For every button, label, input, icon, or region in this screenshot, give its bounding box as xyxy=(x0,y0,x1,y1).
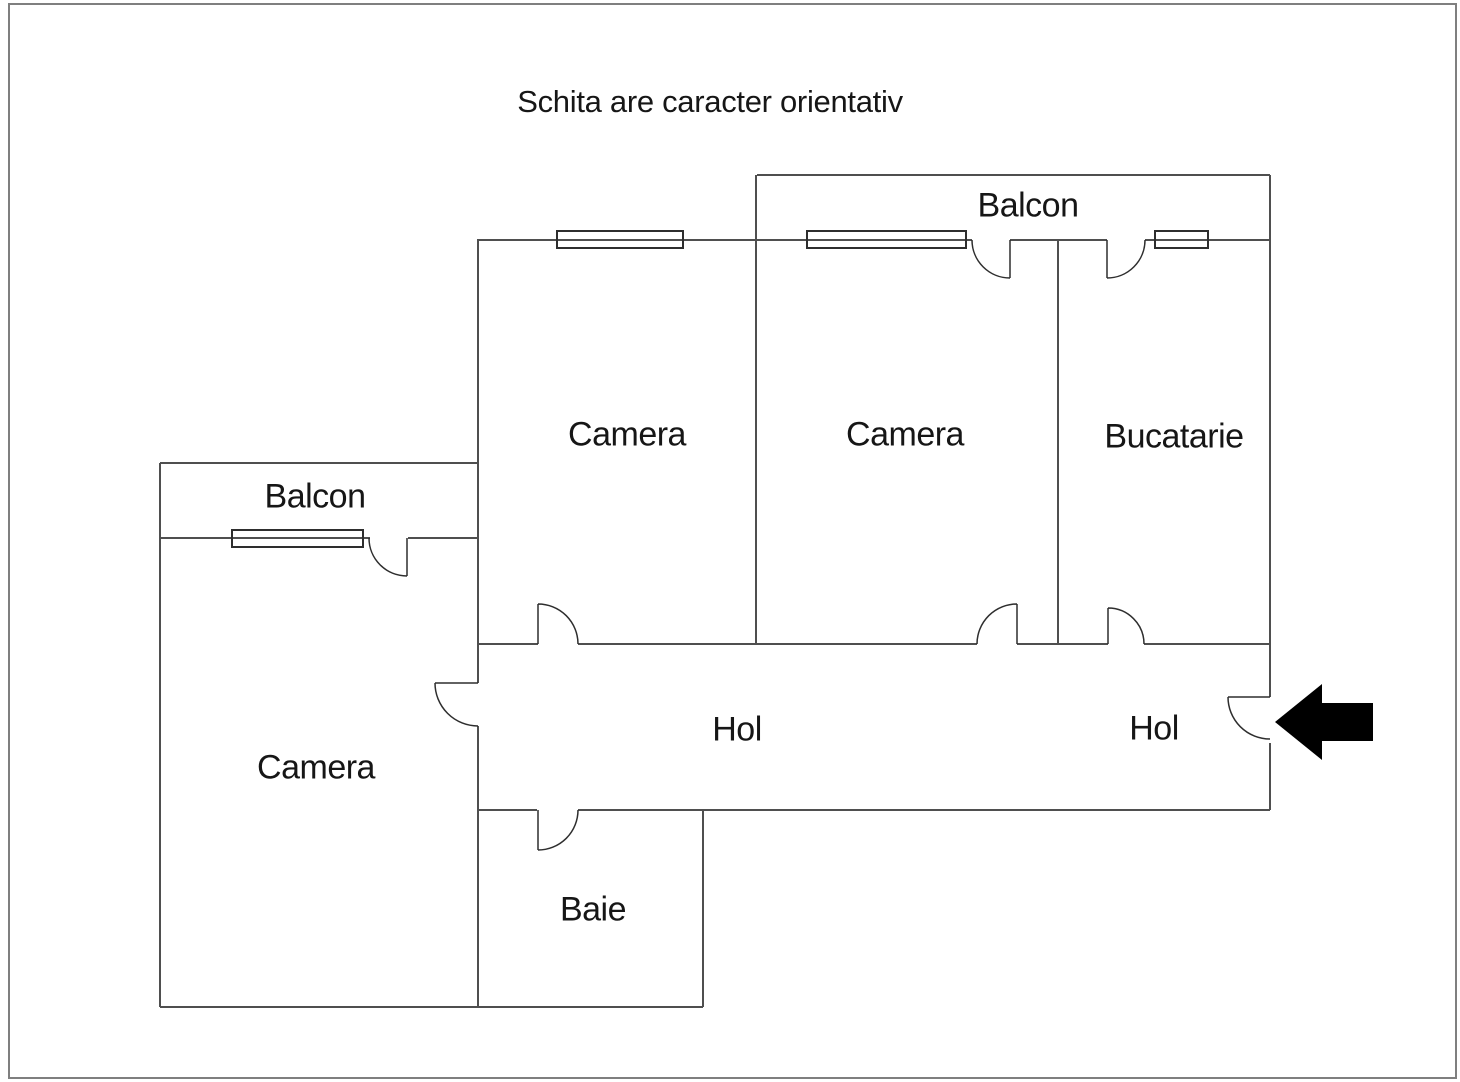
room-label-baie: Baie xyxy=(559,890,627,929)
door-entrance-icon xyxy=(1227,696,1271,740)
door-balcon-camera2-icon xyxy=(971,239,1011,279)
room-label-bucatarie: Bucatarie xyxy=(1104,417,1244,456)
door-camera2-hol-icon xyxy=(976,603,1018,645)
window-bucatarie-icon xyxy=(1154,230,1209,249)
window-balcon-left-icon xyxy=(231,529,364,548)
window-camera2-icon xyxy=(806,230,967,249)
entrance-arrow-icon xyxy=(1275,684,1373,760)
door-balcon-bucatarie-icon xyxy=(1106,239,1146,279)
door-balcon-left-camera-icon xyxy=(368,537,408,577)
room-label-camera-center-right: Camera xyxy=(846,415,964,454)
room-label-camera-center-left: Camera xyxy=(568,415,686,454)
room-label-balcon-top: Balcon xyxy=(977,186,1079,225)
door-hol-camera-left-icon xyxy=(434,682,479,727)
room-label-hol-right: Hol xyxy=(1129,709,1179,748)
window-camera1-icon xyxy=(556,230,684,249)
sketch-title: Schita are caracter orientativ xyxy=(517,84,903,119)
room-label-camera-left: Camera xyxy=(257,748,375,787)
door-hol-baie-icon xyxy=(537,809,579,851)
door-camera1-hol-icon xyxy=(537,603,579,645)
door-bucatarie-hol-icon xyxy=(1107,607,1145,645)
room-label-hol-left: Hol xyxy=(712,710,762,749)
room-label-balcon-left: Balcon xyxy=(264,477,366,516)
